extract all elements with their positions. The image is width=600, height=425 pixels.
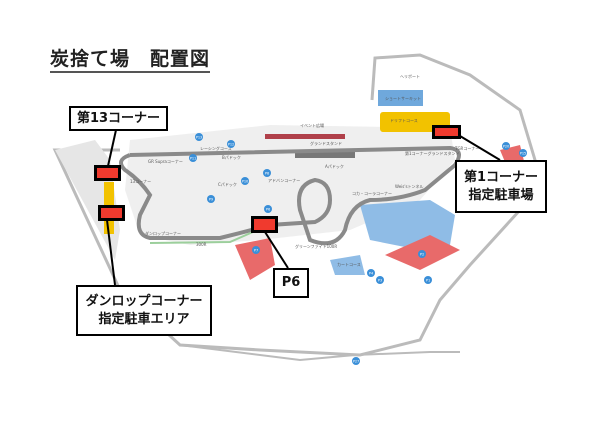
racing-track	[119, 145, 461, 246]
label-tgr: TGRコーナー	[454, 145, 479, 151]
callout-dunlop-line1: ダンロップコーナー	[85, 293, 203, 309]
label-b-paddock: Bパドック	[222, 154, 241, 160]
parking-badge: P1	[424, 276, 432, 284]
callout-corner1-parking: 第1コーナー指定駐車場	[455, 160, 547, 213]
svg-text:P6: P6	[266, 208, 270, 212]
parking-badge: P4	[367, 269, 375, 277]
parking-badge: P6	[264, 205, 272, 213]
svg-text:P9: P9	[209, 198, 213, 202]
parking-badge: P10	[241, 177, 249, 185]
svg-text:P10: P10	[242, 180, 249, 184]
charcoal-dump-marker-corner1	[432, 125, 461, 139]
callout-corner1-line1: 第1コーナー	[463, 169, 539, 185]
label-grandstand: グランドスタンド	[310, 140, 342, 146]
callout-13-corner-label: 第13コーナー	[76, 110, 161, 126]
parking-badge: P8	[263, 169, 271, 177]
label-gr-supra: GR Supraコーナー	[148, 158, 183, 164]
label-event-plaza: イベント広場	[300, 122, 324, 128]
label-heliport: ヘリポート	[400, 73, 420, 79]
parking-badge: P3	[376, 276, 384, 284]
south-road	[179, 344, 460, 362]
grandstand	[265, 134, 345, 139]
label-c1-stand: 第1コーナーグランドスタンド	[405, 150, 460, 156]
parking-lot-p7	[235, 238, 275, 280]
parking-badge: P20	[502, 142, 510, 150]
svg-text:P7: P7	[254, 249, 258, 253]
svg-text:P20: P20	[503, 145, 510, 149]
svg-text:P3: P3	[378, 279, 382, 283]
charcoal-dump-marker-p6	[251, 216, 278, 233]
svg-text:P12: P12	[228, 143, 235, 147]
label-short-course: ショートサーキット	[385, 96, 421, 101]
short-circuit-area	[378, 90, 423, 106]
parking-badge: P9	[207, 195, 215, 203]
page-title: 炭捨て場 配置図	[50, 44, 211, 73]
label-advan: アドバンコーナー	[268, 177, 300, 183]
svg-text:P11: P11	[190, 157, 197, 161]
callout-13-corner: 第13コーナー	[69, 106, 168, 131]
parking-badge: P15	[519, 149, 527, 157]
svg-text:P8: P8	[265, 172, 269, 176]
charcoal-dump-marker-dunlop	[98, 205, 125, 221]
svg-text:P2: P2	[420, 253, 424, 257]
kart-course	[330, 255, 365, 275]
parking-badge: P11	[189, 154, 197, 162]
callout-corner1-line2: 指定駐車場	[468, 187, 534, 203]
parking-badge: P7	[252, 246, 260, 254]
svg-text:P13: P13	[196, 136, 203, 140]
callout-p6-label: P6	[281, 275, 301, 290]
pit-building	[295, 152, 355, 158]
callout-lines	[106, 129, 501, 286]
label-kart: カートコース	[337, 262, 361, 267]
label-green-fight: グリーンファイト100R	[295, 243, 337, 249]
label-c-paddock: Cパドック	[218, 181, 237, 187]
parking-badge: P2	[418, 250, 426, 258]
label-racing-course: レーシングコース	[200, 145, 232, 151]
callout-dunlop-parking: ダンロップコーナー指定駐車エリア	[76, 285, 212, 336]
label-dunlop: ダンロップコーナー	[145, 230, 181, 236]
label-13-corner: 13コーナー	[130, 178, 151, 184]
label-coca-cola: コカ・コーラコーナー	[352, 190, 392, 196]
parking-badge: P12	[227, 140, 235, 148]
svg-text:P27: P27	[353, 360, 360, 364]
svg-text:P1: P1	[426, 279, 430, 283]
svg-text:P4: P4	[369, 272, 374, 276]
callout-dunlop-line2: 指定駐車エリア	[98, 311, 190, 327]
label-tunnel: Weis'sトンネル	[395, 183, 423, 189]
charcoal-dump-marker-13-corner	[94, 165, 121, 181]
label-300r: 300R	[196, 242, 207, 247]
svg-text:P15: P15	[520, 152, 527, 156]
callout-p6: P6	[273, 268, 309, 298]
label-drift: ドリフトコース	[390, 118, 418, 123]
parking-badge: P13	[195, 133, 203, 141]
parking-badge: P27	[352, 357, 360, 365]
label-a-paddock: Aパドック	[325, 163, 344, 169]
